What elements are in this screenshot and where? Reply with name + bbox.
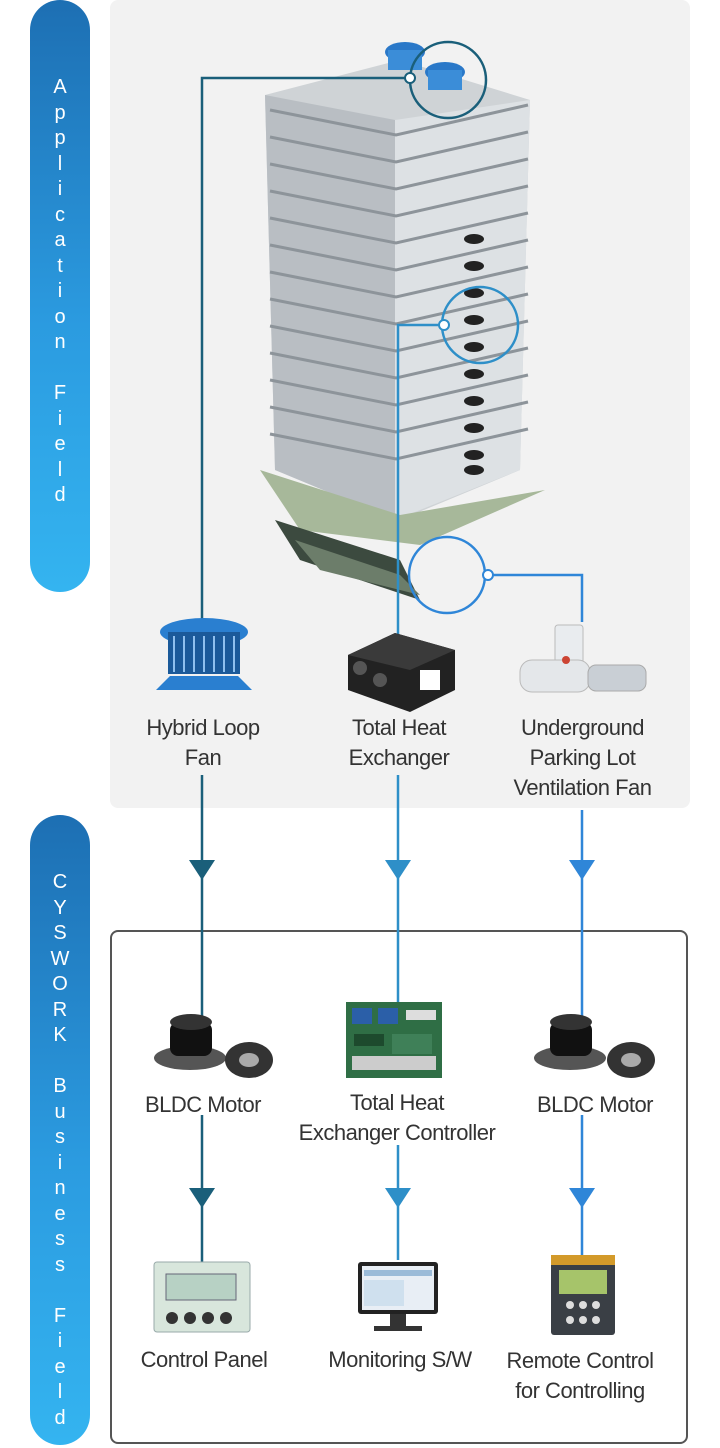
control-panel-icon xyxy=(153,1261,251,1333)
application-field-label-char: a xyxy=(54,229,66,251)
business-field-label-char: n xyxy=(54,1177,66,1199)
application-field-label-char: i xyxy=(57,280,63,302)
business-field-label-char: i xyxy=(57,1151,63,1174)
business-field-label-char: u xyxy=(54,1100,66,1123)
application-field-label-char: e xyxy=(54,433,66,455)
business-field-label-char: e xyxy=(54,1202,66,1225)
business-field-label-char: d xyxy=(54,1406,66,1429)
arrow-down-icon xyxy=(385,1188,411,1208)
application-field-label-char: o xyxy=(54,305,66,328)
business-field-label-char: e xyxy=(54,1355,66,1378)
parking-highlight xyxy=(407,535,487,615)
building-icon xyxy=(260,42,545,600)
arrow-down-icon xyxy=(569,860,595,880)
application-field-label-char: A xyxy=(53,76,67,98)
controller-board-icon xyxy=(346,1002,442,1078)
business-field-label-char: l xyxy=(57,1381,63,1403)
item-label-heat-exchanger-controller: Total Heat Exchanger Controller xyxy=(298,1090,496,1145)
heat-exchanger-icon xyxy=(348,633,455,712)
application-field-label-char: i xyxy=(57,407,63,430)
application-field-label-char: n xyxy=(54,331,66,353)
application-field-label-char: F xyxy=(53,382,67,404)
business-field-label-char: S xyxy=(53,922,67,944)
business-field-label-char: W xyxy=(50,947,70,970)
item-label-control-panel: Control Panel xyxy=(140,1347,268,1372)
business-field-label-char: s xyxy=(55,1126,65,1148)
hybrid-loop-fan-icon xyxy=(156,618,252,690)
application-field-label-char: t xyxy=(57,254,63,277)
item-label-remote-control: Remote Control for Controlling xyxy=(506,1348,654,1403)
item-label-bldc-motor-right: BLDC Motor xyxy=(536,1092,654,1117)
item-label-total-heat-exchanger: Total Heat Exchanger xyxy=(348,715,450,770)
business-field-label-char: R xyxy=(52,998,68,1021)
parking-fan-icon xyxy=(519,624,647,693)
business-field-label-char: C xyxy=(52,871,68,893)
business-field-label-char: i xyxy=(57,1330,63,1352)
arrow-down-icon xyxy=(385,860,411,880)
arrow-down-icon xyxy=(189,1188,215,1208)
bldc-motor-icon xyxy=(534,1014,655,1078)
arrow-down-icon xyxy=(569,1188,595,1208)
bldc-motor-icon xyxy=(154,1014,273,1078)
business-field-label-char: O xyxy=(52,973,68,995)
application-field-label-char: p xyxy=(54,127,66,149)
application-field-label-char: i xyxy=(57,178,63,200)
item-label-parking-fan: Underground Parking Lot Ventilation Fan xyxy=(513,715,652,800)
application-field-label-char: l xyxy=(57,458,63,481)
business-field-label-char: Y xyxy=(53,896,67,919)
monitor-icon xyxy=(358,1262,438,1331)
item-label-bldc-motor-left: BLDC Motor xyxy=(144,1092,262,1117)
application-field-label-char: l xyxy=(57,152,63,175)
business-field-label-char: B xyxy=(53,1075,67,1097)
remote-control-icon xyxy=(551,1255,615,1335)
item-label-monitoring-sw: Monitoring S/W xyxy=(328,1347,472,1372)
business-field-label-char: K xyxy=(53,1024,67,1046)
application-field-label-char: c xyxy=(55,203,65,226)
business-field-label-char: s xyxy=(55,1253,65,1276)
business-field-label-char: F xyxy=(53,1304,67,1327)
arrow-down-icon xyxy=(189,860,215,880)
item-label-hybrid-loop-fan: Hybrid Loop Fan xyxy=(146,715,260,770)
application-field-label-char: p xyxy=(54,101,66,124)
application-field-label-char: d xyxy=(54,484,66,506)
business-field-label-char: s xyxy=(55,1228,65,1250)
